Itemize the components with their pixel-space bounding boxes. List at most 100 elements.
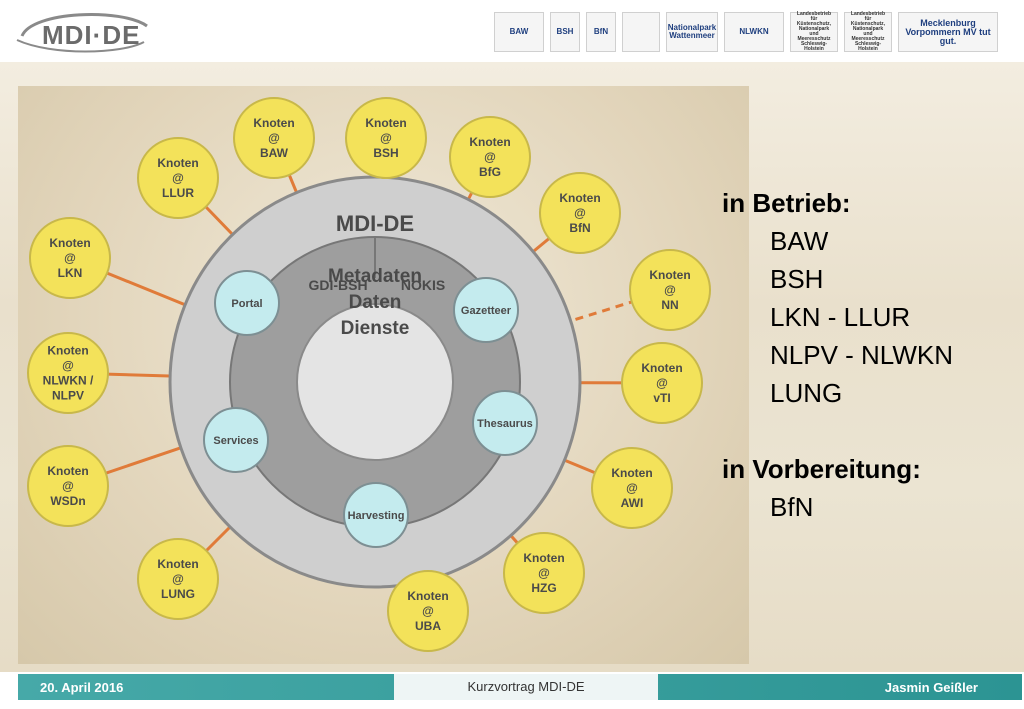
node-label: BfN <box>569 221 590 235</box>
node-label: @ <box>656 376 668 390</box>
in-operation-list: BAW BSH LKN - LLUR NLPV - NLWKN LUNG <box>722 222 953 412</box>
node-lkn <box>29 217 111 299</box>
logo-swoosh-icon <box>16 13 148 53</box>
in-preparation-heading: in Vorbereitung: <box>722 454 921 484</box>
node-label: Knoten <box>559 191 600 205</box>
footer: 20. April 2016 Kurzvortrag MDI-DE Jasmin… <box>0 672 1024 709</box>
partner-logo-lkn: Landesbetrieb für Küstenschutz, National… <box>790 12 838 52</box>
service-gazetteer <box>453 277 519 343</box>
footer-date: 20. April 2016 <box>40 680 124 695</box>
node-hzg <box>503 532 585 614</box>
node-vti <box>621 342 703 424</box>
in-operation-item: LUNG <box>770 378 843 408</box>
partner-logo-seal <box>622 12 660 52</box>
logo-text: MDI·DE <box>42 20 141 50</box>
partner-logo-nlwkn: NLWKN <box>724 12 784 52</box>
in-operation-item: BSH <box>770 264 824 294</box>
node-label: Knoten <box>407 589 448 603</box>
node-label: WSDn <box>50 494 85 508</box>
mdi-de-title: MDI-DE <box>336 211 414 236</box>
node-label: LKN <box>58 266 83 280</box>
node-label: UBA <box>415 619 441 633</box>
node-label: @ <box>484 150 496 164</box>
node-wsdn <box>27 445 109 527</box>
core-label: Dienste <box>341 318 410 339</box>
node-nn <box>629 249 711 331</box>
service-label: Harvesting <box>348 510 405 522</box>
node-label: Knoten <box>47 344 88 358</box>
partner-logo-mv: Mecklenburg Vorpommern MV tut gut. <box>898 12 998 52</box>
node-label: AWI <box>621 496 644 510</box>
node-label: BAW <box>260 146 289 160</box>
partner-logo-llur: Landesbetrieb für Küstenschutz, National… <box>844 12 892 52</box>
node-label: @ <box>626 481 638 495</box>
node-label: @ <box>574 206 586 220</box>
node-awi <box>591 447 673 529</box>
node-label: NLWKN / <box>43 374 94 388</box>
core-label: Daten <box>349 292 402 313</box>
node-lung <box>137 538 219 620</box>
node-label: Knoten <box>611 466 652 480</box>
mdi-de-logo: MDI·DE <box>12 6 152 56</box>
node-label: BfG <box>479 165 501 179</box>
in-preparation-item: BfN <box>770 492 814 522</box>
partner-logo-bfn: BfN <box>586 12 616 52</box>
node-label: HZG <box>531 581 556 595</box>
node-label: Knoten <box>365 116 406 130</box>
core-circle <box>296 303 454 461</box>
sector-gdi-bsh: GDI-BSH <box>308 277 367 293</box>
node-label: Knoten <box>253 116 294 130</box>
service-label: Thesaurus <box>477 418 533 430</box>
node-bfn <box>539 172 621 254</box>
node-label: LLUR <box>162 186 194 200</box>
node-label: Knoten <box>49 236 90 250</box>
footer-title: Kurzvortrag MDI-DE <box>394 674 658 700</box>
node-uba <box>387 570 469 652</box>
node-label: @ <box>62 479 74 493</box>
in-operation-item: BAW <box>770 226 829 256</box>
in-operation-item: NLPV - NLWKN <box>770 340 953 370</box>
node-nlpv <box>27 332 109 414</box>
node-label: @ <box>380 131 392 145</box>
service-label: Gazetteer <box>461 305 512 317</box>
service-harvesting <box>343 482 409 548</box>
node-label: LUNG <box>161 587 195 601</box>
node-label: @ <box>172 171 184 185</box>
service-label: Portal <box>231 298 262 310</box>
node-label: NLPV <box>52 389 84 403</box>
partner-logo-nationalpark: Nationalpark Wattenmeer <box>666 12 718 52</box>
node-label: Knoten <box>157 557 198 571</box>
node-label: Knoten <box>47 464 88 478</box>
node-label: vTI <box>653 391 670 405</box>
partner-logo-bsh: BSH <box>550 12 580 52</box>
partner-logo-baw: BAW <box>494 12 544 52</box>
node-baw <box>233 97 315 179</box>
node-label: @ <box>172 572 184 586</box>
in-operation-item: LKN - LLUR <box>770 302 911 332</box>
node-llur <box>137 137 219 219</box>
service-label: Services <box>213 435 258 447</box>
node-label: BSH <box>373 146 398 160</box>
service-portal <box>214 270 280 336</box>
node-label: @ <box>62 359 74 373</box>
service-services <box>203 407 269 473</box>
node-bsh <box>345 97 427 179</box>
node-label: NN <box>661 298 678 312</box>
node-label: @ <box>268 131 280 145</box>
core-label: Metadaten <box>328 266 422 287</box>
node-label: Knoten <box>157 156 198 170</box>
sector-nokis: NOKIS <box>401 277 445 293</box>
node-label: @ <box>538 566 550 580</box>
node-label: Knoten <box>469 135 510 149</box>
service-thesaurus <box>472 390 538 456</box>
in-preparation-list: BfN <box>722 488 953 526</box>
node-bfg <box>449 116 531 198</box>
node-label: @ <box>422 604 434 618</box>
node-label: Knoten <box>649 268 690 282</box>
node-label: @ <box>664 283 676 297</box>
